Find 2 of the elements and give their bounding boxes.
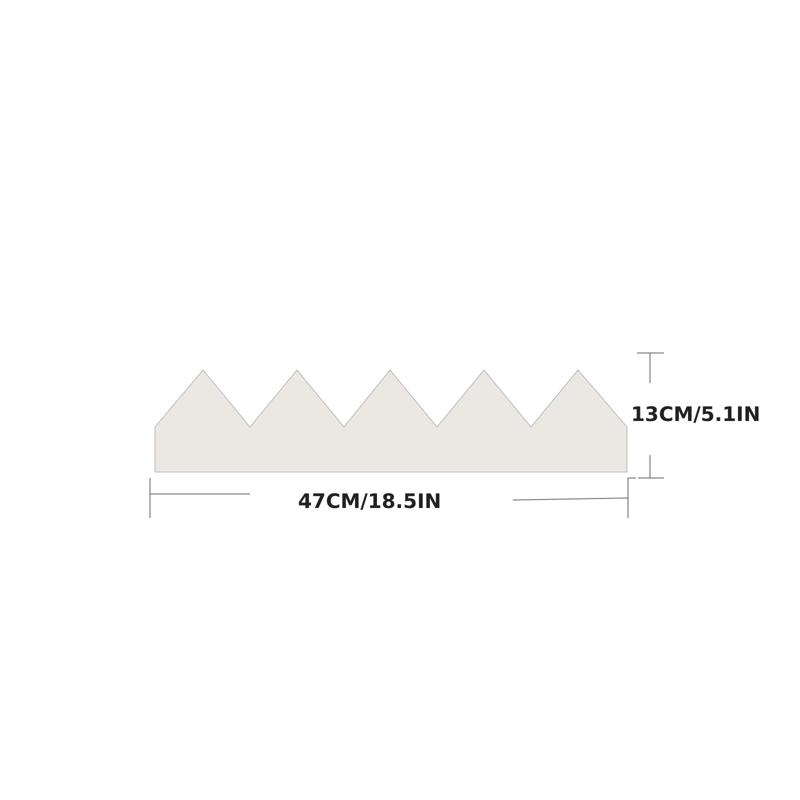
dimension-label: 13CM/5.1IN [631,402,760,426]
dimension-label: 47CM/18.5IN [298,489,442,513]
